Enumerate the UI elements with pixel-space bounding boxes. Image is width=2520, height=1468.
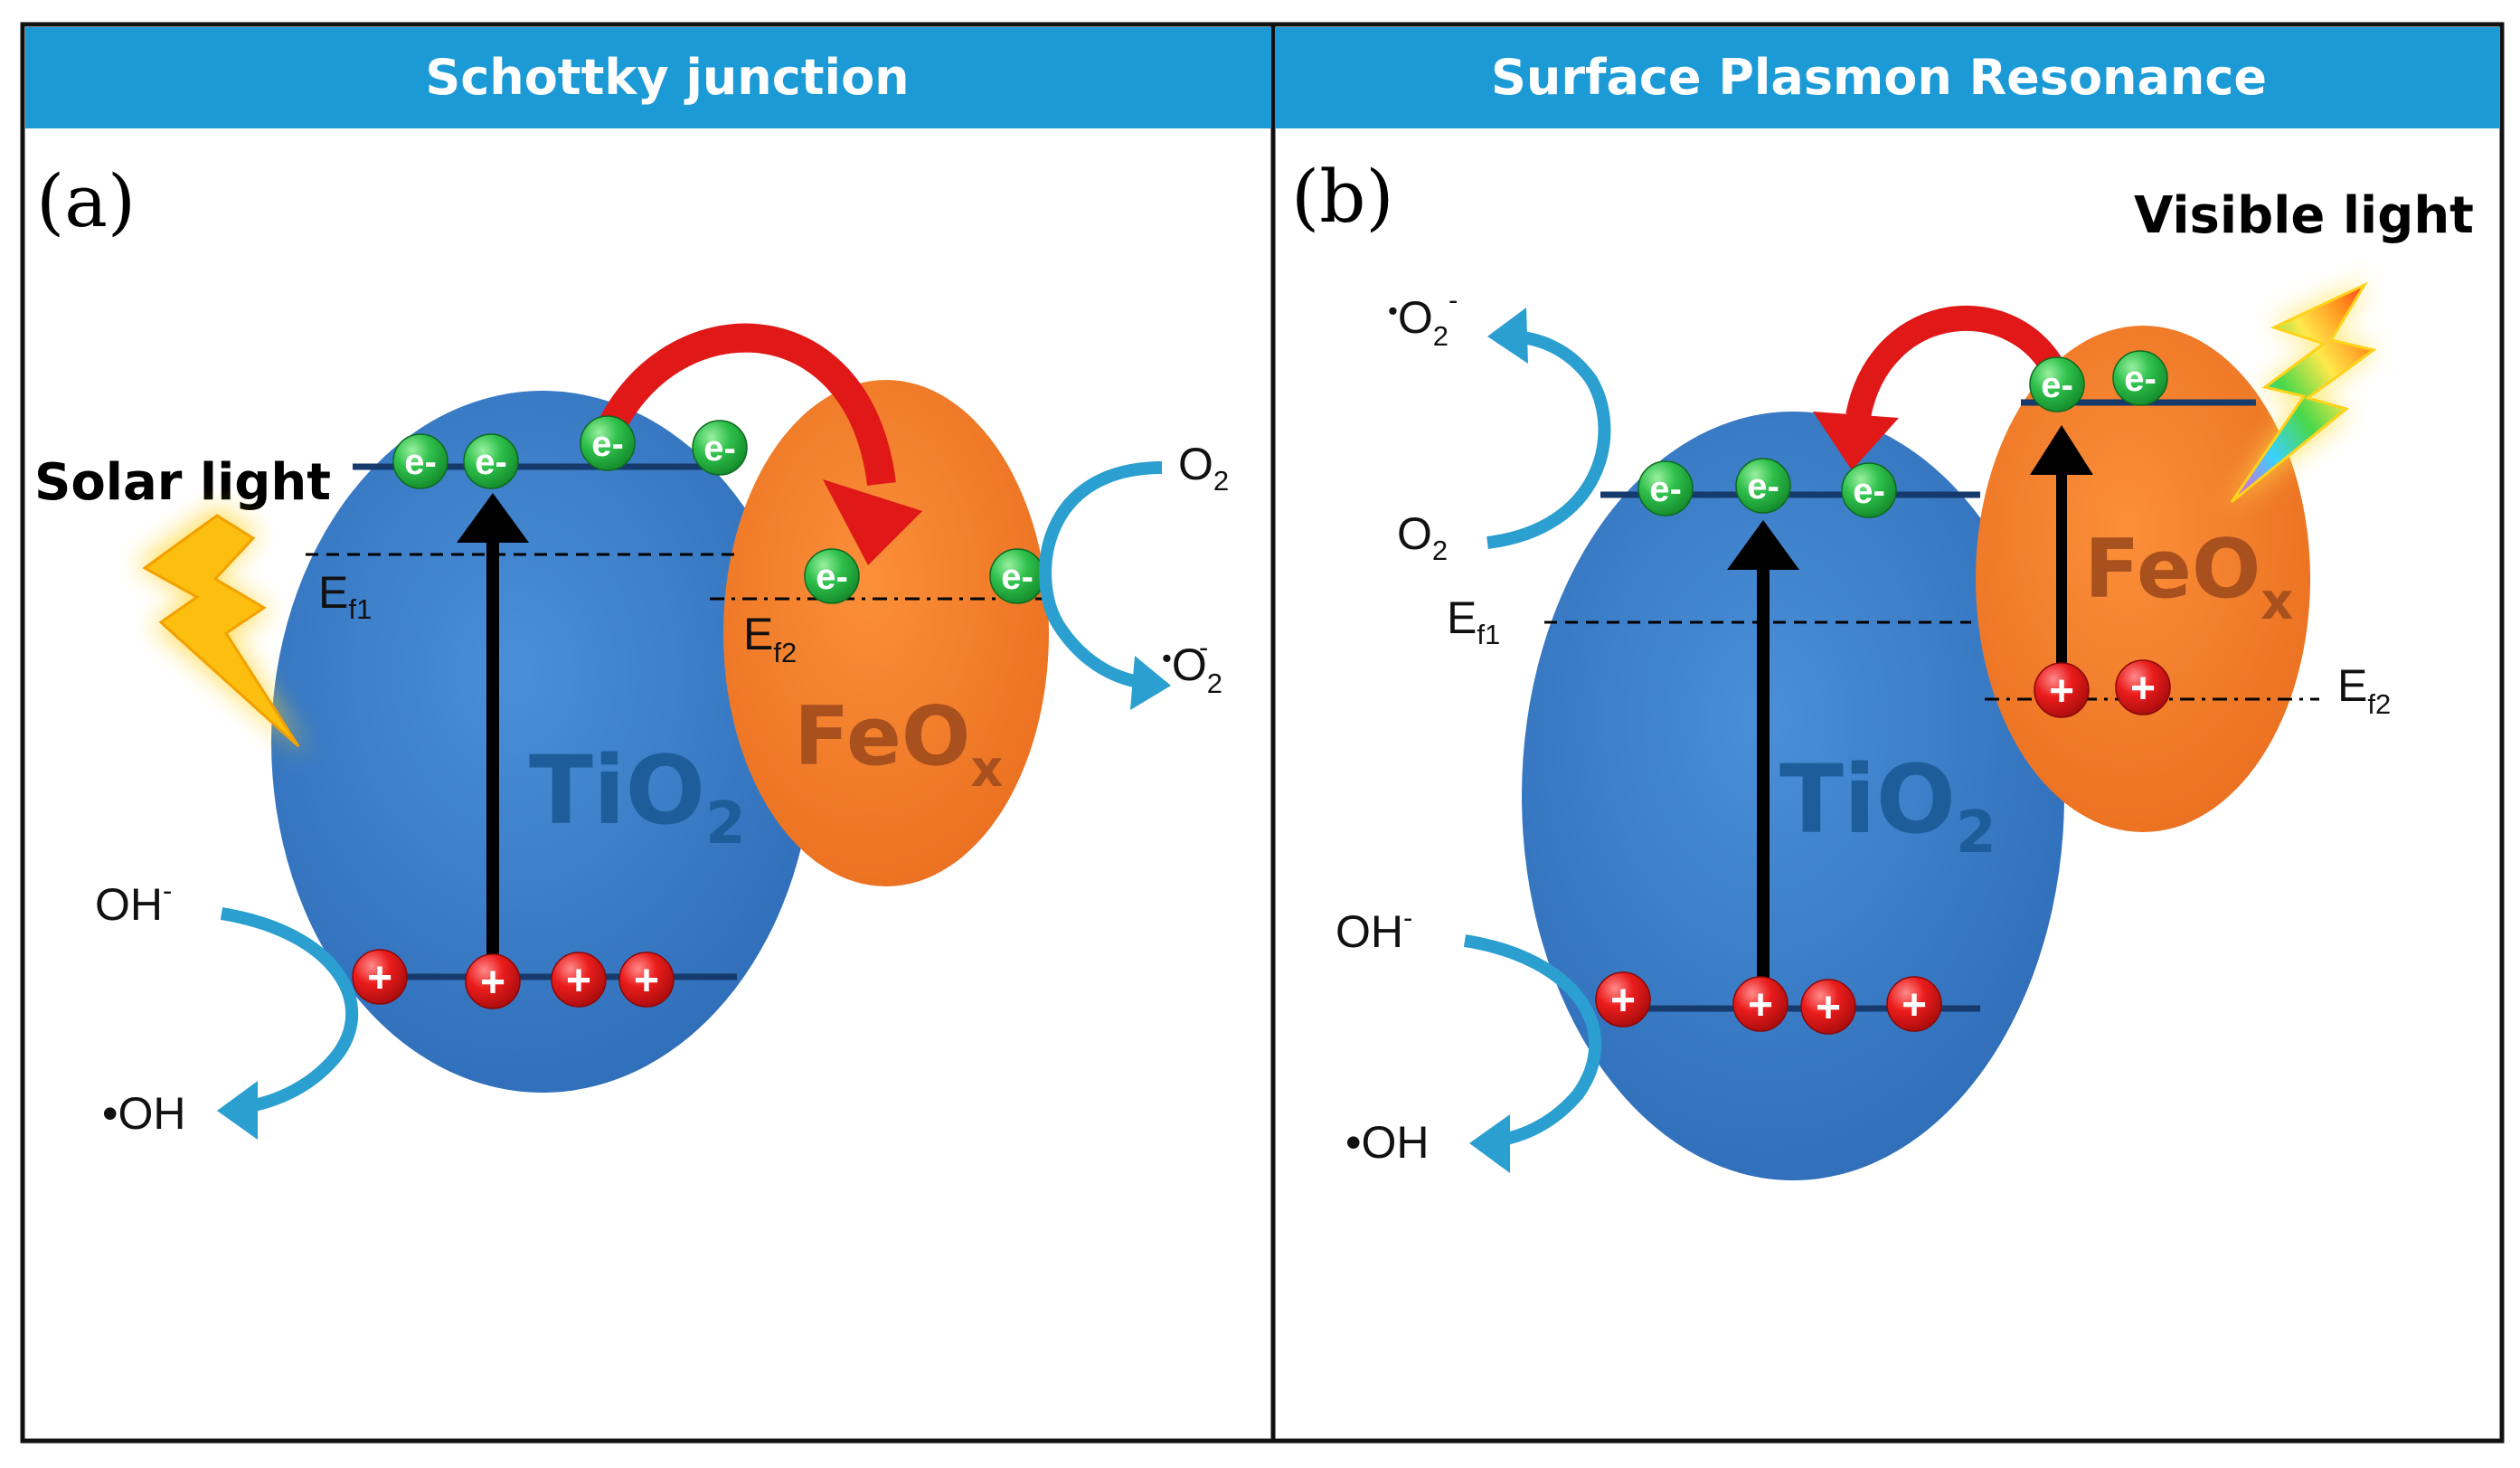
electron-b-5: e-: [2112, 350, 2168, 406]
hole-b-5: +: [2034, 662, 2090, 718]
svg-text:+: +: [480, 959, 505, 1007]
superoxide-label-b: •O2-: [1388, 284, 1458, 352]
electron-b-1: e-: [1638, 460, 1694, 516]
svg-text:e-: e-: [1001, 557, 1033, 597]
electron-transfer-arrowhead-a: [823, 479, 922, 565]
feox-particle-a: [723, 380, 1049, 886]
electron-a-4: e-: [692, 420, 748, 476]
o2-reduction-arrow-a: [1039, 461, 1163, 689]
svg-text:+: +: [634, 957, 659, 1005]
electron-b-2: e-: [1735, 458, 1791, 514]
hole-a-1: +: [352, 949, 408, 1005]
excitation-arrowhead-a: [457, 493, 529, 543]
hole-b-3: +: [1800, 979, 1856, 1035]
visible-light-label: Visible light: [2134, 186, 2474, 245]
svg-text:+: +: [1902, 981, 1927, 1029]
electron-a-1: e-: [392, 433, 448, 489]
header-bar-b: [1275, 27, 2499, 128]
feox-label-a: FeOx: [794, 689, 1003, 799]
electron-a-6: e-: [989, 548, 1045, 604]
svg-text:e-: e-: [1853, 471, 1885, 511]
header-a: Schottky junction: [425, 49, 909, 106]
electron-transfer-arrow-b: [1845, 305, 2069, 420]
hydroxyl-radical-label-a: •OH: [102, 1088, 186, 1139]
o2-reduction-arrowhead-b: [1487, 308, 1528, 364]
svg-text:e-: e-: [1747, 467, 1779, 507]
figure-frame: [20, 22, 2505, 1444]
ef1-label-b: Ef1: [1447, 592, 1500, 650]
svg-text:+: +: [367, 954, 392, 1002]
hydroxide-label-b: OH-: [1336, 902, 1412, 957]
header-bar-a: [25, 27, 1271, 128]
electron-transfer-arrow-a: [594, 323, 896, 486]
feox-label-b: FeOx: [2084, 522, 2293, 631]
panel-a: (a) e- e- e- e- e- e- + + + + TiO2 FeOx …: [34, 159, 1229, 1140]
hole-b-6: +: [2115, 659, 2171, 715]
svg-text:e-: e-: [816, 557, 848, 597]
tio2-particle-a: [271, 391, 814, 1093]
svg-text:e-: e-: [475, 442, 507, 482]
hole-a-3: +: [551, 952, 607, 1008]
svg-text:+: +: [1816, 984, 1841, 1032]
svg-text:+: +: [2049, 668, 2074, 715]
panel-b-tag: (b): [1291, 155, 1394, 239]
superoxide-label-a: •O2-: [1162, 631, 1222, 699]
electron-a-2: e-: [463, 433, 519, 489]
solar-light-label: Solar light: [34, 453, 331, 512]
tio2-label-a: TiO2: [529, 735, 746, 857]
o2-reduction-arrowhead-a: [1130, 656, 1171, 710]
panel-a-tag: (a): [36, 159, 136, 243]
electron-b-4: e-: [2029, 356, 2085, 412]
svg-text:e-: e-: [703, 429, 736, 469]
header-b: Surface Plasmon Resonance: [1491, 49, 2267, 106]
svg-text:+: +: [1610, 977, 1636, 1025]
svg-text:e-: e-: [404, 442, 437, 482]
o2-label-b: O2: [1397, 508, 1448, 566]
svg-text:e-: e-: [2124, 359, 2157, 399]
oh-oxidation-arrowhead-a: [217, 1081, 258, 1140]
svg-text:+: +: [566, 957, 591, 1005]
ef2-label-a: Ef2: [743, 609, 797, 668]
hydroxide-label-a: OH-: [95, 875, 172, 930]
electron-transfer-arrowhead-b: [1813, 412, 1899, 470]
lightning-bolt-icon: [142, 514, 300, 748]
hole-b-1: +: [1595, 971, 1651, 1028]
electron-a-3: e-: [580, 415, 636, 471]
hole-b-2: +: [1732, 976, 1789, 1032]
electron-a-5: e-: [804, 548, 860, 604]
oh-oxidation-arrow-b: [1463, 934, 1602, 1148]
svg-text:e-: e-: [1649, 469, 1682, 509]
hole-a-2: +: [465, 953, 521, 1009]
svg-text:e-: e-: [591, 424, 624, 464]
excitation-arrowhead-b-feox: [2030, 425, 2093, 475]
ef2-label-b: Ef2: [2337, 660, 2391, 720]
hole-a-4: +: [618, 952, 675, 1008]
electron-b-3: e-: [1841, 462, 1897, 518]
svg-text:+: +: [2130, 665, 2156, 713]
oh-oxidation-arrow-a: [220, 907, 359, 1114]
rainbow-lightning-icon: [2230, 281, 2377, 504]
o2-reduction-arrow-b: [1487, 330, 1611, 549]
oh-oxidation-arrowhead-b: [1469, 1114, 1510, 1173]
excitation-arrowhead-b-tio2: [1727, 520, 1799, 570]
hole-b-4: +: [1886, 976, 1942, 1032]
tio2-label-b: TiO2: [1779, 744, 1996, 867]
svg-text:+: +: [1748, 981, 1773, 1029]
panel-b: (b) e- e- e- e- e- + + + + + + TiO2: [1291, 155, 2474, 1180]
o2-label-a: O2: [1178, 439, 1229, 497]
hydroxyl-radical-label-b: •OH: [1345, 1117, 1430, 1168]
ef1-label-a: Ef1: [318, 567, 372, 625]
svg-text:e-: e-: [2041, 365, 2073, 405]
